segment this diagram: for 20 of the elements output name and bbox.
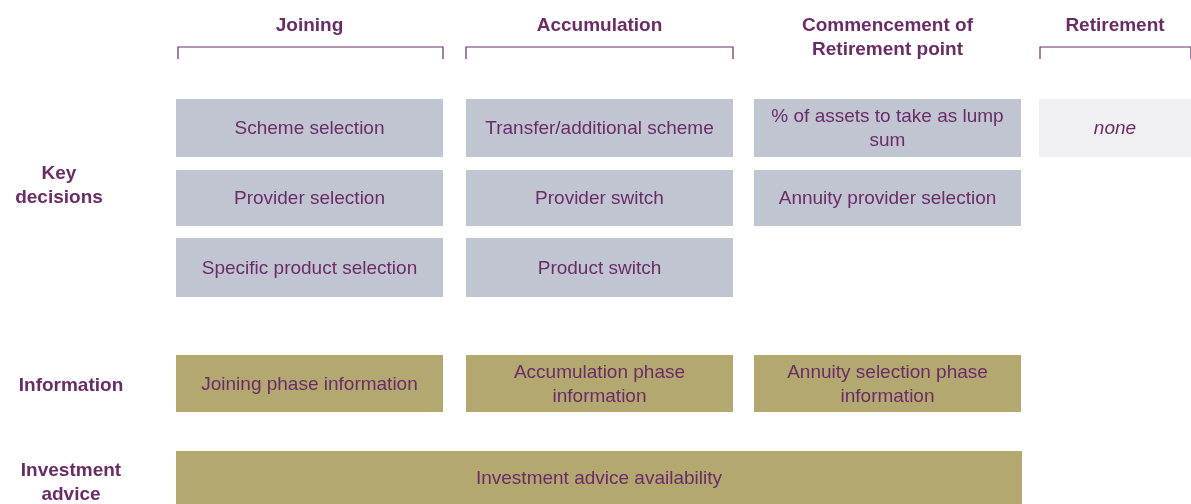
- column-heading: Joining: [274, 13, 345, 37]
- column-heading: Commencement of Retirement point: [801, 13, 974, 61]
- row-heading: Key decisions: [14, 161, 104, 209]
- decision-box: Specific product selection: [176, 238, 443, 297]
- information-box: Accumulation phase information: [466, 355, 733, 412]
- decision-box: none: [1039, 99, 1191, 157]
- column-heading: Accumulation: [535, 13, 664, 37]
- information-box: Investment advice availability: [176, 451, 1022, 504]
- decision-box: Provider selection: [176, 170, 443, 226]
- decision-box: Transfer/additional scheme: [466, 99, 733, 157]
- row-heading: Investment advice: [19, 458, 123, 504]
- row-heading: Information: [17, 373, 125, 397]
- information-box: Annuity selection phase information: [754, 355, 1021, 412]
- information-box: Joining phase information: [176, 355, 443, 412]
- decision-box: Provider switch: [466, 170, 733, 226]
- column-heading: Retirement: [1064, 13, 1166, 37]
- decision-box: Product switch: [466, 238, 733, 297]
- decision-box: Annuity provider selection: [754, 170, 1021, 226]
- decision-box: % of assets to take as lump sum: [754, 99, 1021, 157]
- decision-box: Scheme selection: [176, 99, 443, 157]
